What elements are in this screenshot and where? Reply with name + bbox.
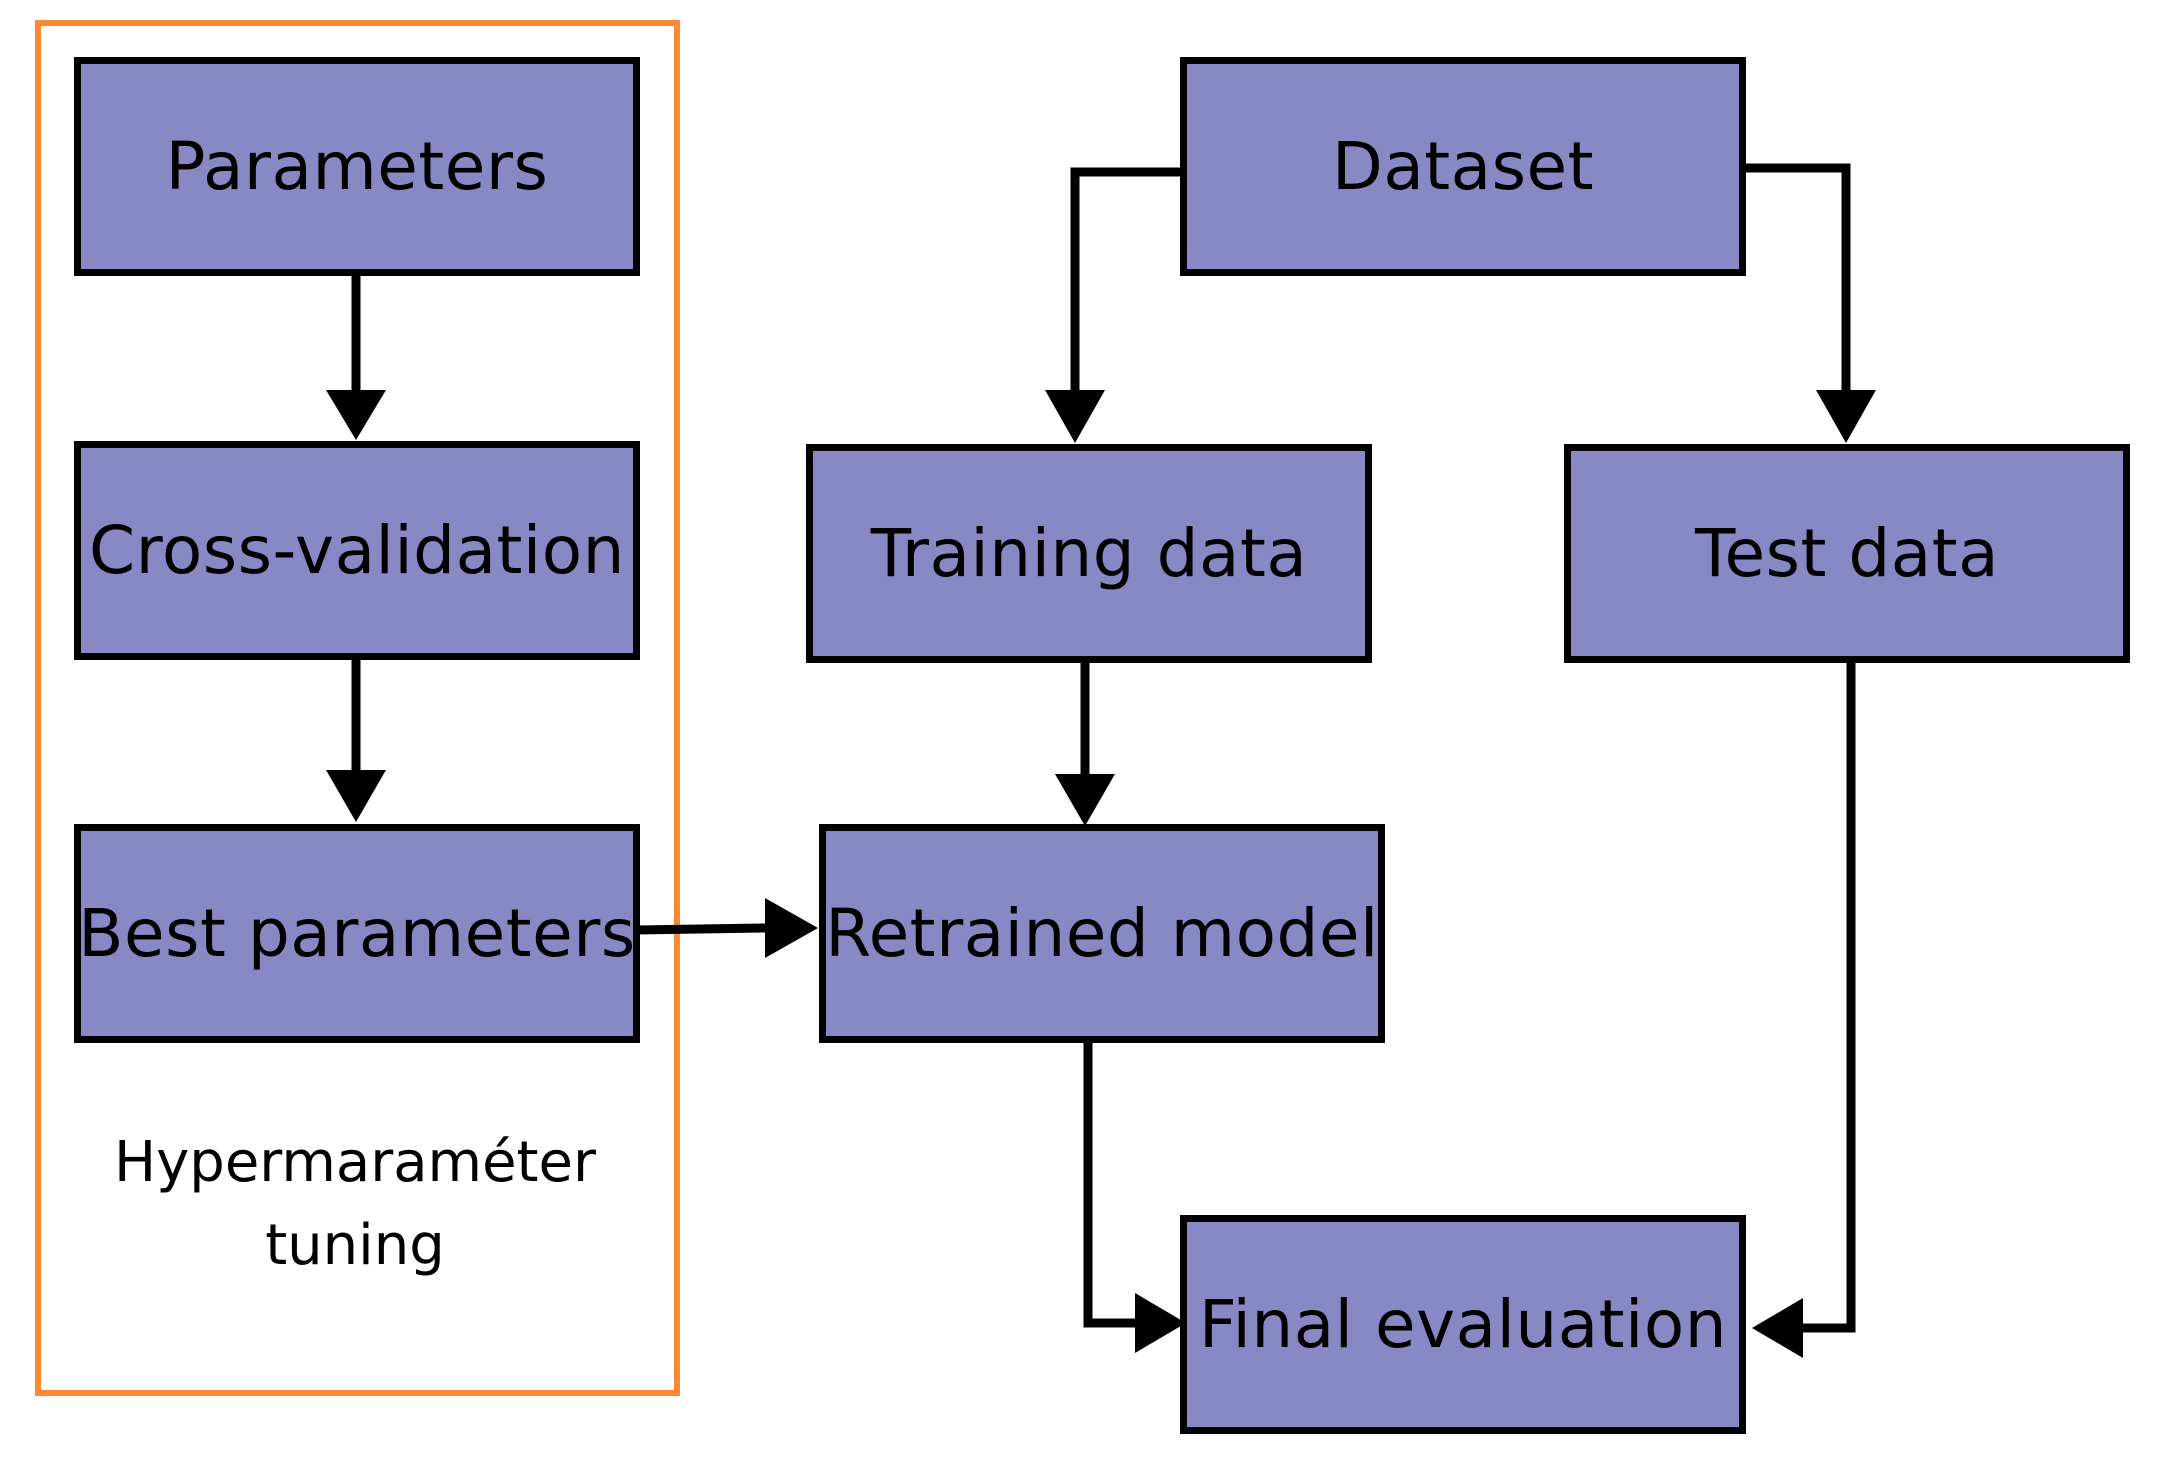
node-dataset: Dataset bbox=[1180, 57, 1746, 276]
edge-dataset-to-training-data bbox=[1070, 167, 1180, 392]
arrowhead-final-evaluation-left bbox=[1135, 1293, 1186, 1353]
node-test-data: Test data bbox=[1564, 444, 2130, 663]
arrowhead-final-evaluation-right bbox=[1752, 1298, 1803, 1358]
arrowhead-test-data bbox=[1816, 390, 1876, 443]
node-best-parameters: Best parameters bbox=[74, 824, 640, 1043]
node-cross-validation: Cross-validation bbox=[74, 441, 640, 660]
edge-test-data-to-final-evaluation bbox=[1800, 662, 1856, 1333]
node-parameters: Parameters bbox=[74, 57, 640, 276]
arrowhead-best-parameters bbox=[326, 770, 386, 822]
arrowhead-cross-validation bbox=[326, 390, 386, 440]
hyperparameter-tuning-group bbox=[35, 20, 680, 1396]
arrowhead-retrained-model bbox=[765, 898, 818, 958]
hyperparameter-tuning-caption: Hypermaraméter tuning bbox=[114, 1130, 596, 1278]
edge-best-parameters-to-retrained-model bbox=[636, 923, 766, 935]
arrowhead-retrained-model-from-training bbox=[1055, 774, 1115, 826]
node-retrained-model: Retrained model bbox=[819, 824, 1385, 1043]
edge-dataset-to-test-data bbox=[1745, 163, 1851, 392]
edge-retrained-model-to-final-evaluation bbox=[1083, 1043, 1140, 1328]
node-final-evaluation: Final evaluation bbox=[1180, 1215, 1746, 1434]
node-training-data: Training data bbox=[806, 444, 1372, 663]
arrowhead-training-data bbox=[1045, 390, 1105, 443]
